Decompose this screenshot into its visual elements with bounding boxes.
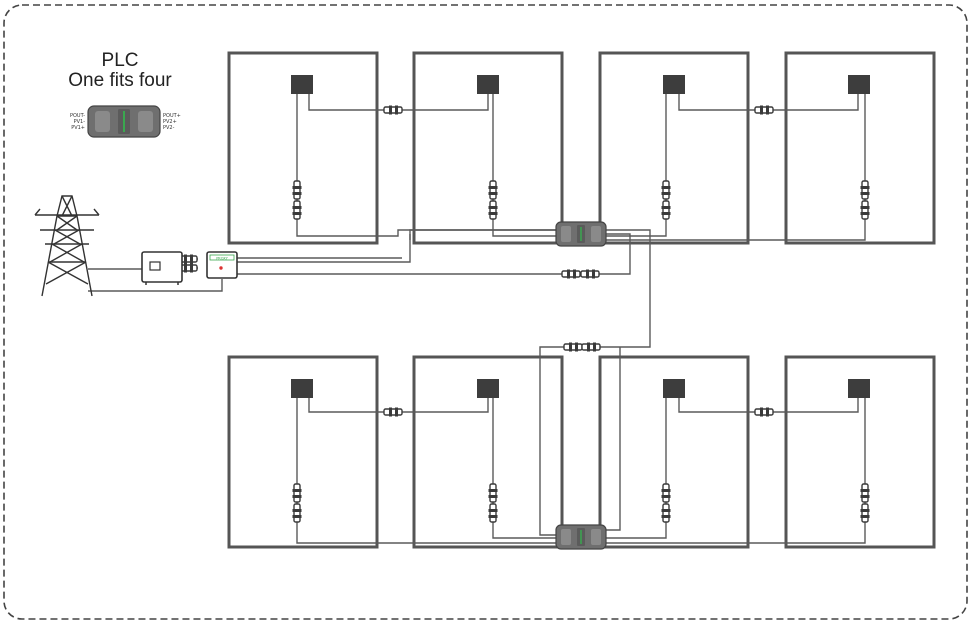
solar-panel <box>227 51 379 245</box>
connector-icon <box>563 341 583 353</box>
plc-legend: POUT- PV1- PV1+ POUT+ PV2+ PV2- <box>70 105 181 138</box>
monitor-label: PROXY <box>216 256 228 260</box>
connector-icon <box>291 180 303 200</box>
inverter-icon <box>141 251 183 285</box>
connector-icon <box>660 180 672 200</box>
solar-panel <box>598 355 750 549</box>
connector-icon <box>383 104 403 116</box>
connector-icon <box>660 483 672 503</box>
solar-panel <box>227 355 379 549</box>
junction-box <box>477 379 499 398</box>
junction-box <box>663 75 685 94</box>
connector-icon <box>754 406 774 418</box>
connector-icon <box>580 268 600 280</box>
diagram-subtitle: One fits four <box>68 70 172 91</box>
junction-boxes-top <box>291 75 870 94</box>
connectors-horizontal <box>178 104 774 418</box>
junction-box <box>291 75 313 94</box>
solar-panel <box>598 51 750 245</box>
junction-box <box>848 75 870 94</box>
monitor-device-icon: PROXY <box>206 251 238 279</box>
connector-icon <box>660 200 672 220</box>
connector-icon <box>859 180 871 200</box>
connector-icon <box>291 200 303 220</box>
transmission-tower-icon <box>34 195 100 297</box>
connector-icon <box>383 406 403 418</box>
connector-icon <box>291 483 303 503</box>
connector-icon <box>581 341 601 353</box>
solar-panel <box>412 51 564 245</box>
port-label: PV1- <box>74 119 86 125</box>
solar-panel-row-top <box>227 51 936 245</box>
wiring <box>88 94 866 544</box>
plc-device-icon <box>555 524 607 550</box>
plc-device-icon <box>87 105 161 138</box>
connector-icon <box>487 503 499 523</box>
connector-icon <box>487 180 499 200</box>
diagram-border <box>3 4 968 620</box>
connector-icon <box>291 503 303 523</box>
solar-panel <box>784 51 936 245</box>
connector-icon <box>487 483 499 503</box>
connector-icon <box>859 483 871 503</box>
connector-icon <box>660 503 672 523</box>
port-label: PV2+ <box>163 119 177 125</box>
connector-icon <box>561 268 581 280</box>
port-label: POUT+ <box>163 113 181 119</box>
connector-icon <box>754 104 774 116</box>
diagram-title: PLC <box>101 50 139 71</box>
junction-box <box>663 379 685 398</box>
port-label: PV2- <box>163 125 175 131</box>
port-label: PV1+ <box>71 125 85 131</box>
port-label: POUT- <box>70 113 85 119</box>
connector-icon <box>859 200 871 220</box>
solar-panel <box>784 355 936 549</box>
junction-box <box>848 379 870 398</box>
connector-icon <box>859 503 871 523</box>
junction-box <box>477 75 499 94</box>
connector-icon <box>487 200 499 220</box>
solar-panel-row-bottom <box>227 355 936 549</box>
junction-box <box>291 379 313 398</box>
solar-panel <box>412 355 564 549</box>
plc-device-icon <box>555 221 607 247</box>
junction-boxes-bottom <box>291 379 870 398</box>
